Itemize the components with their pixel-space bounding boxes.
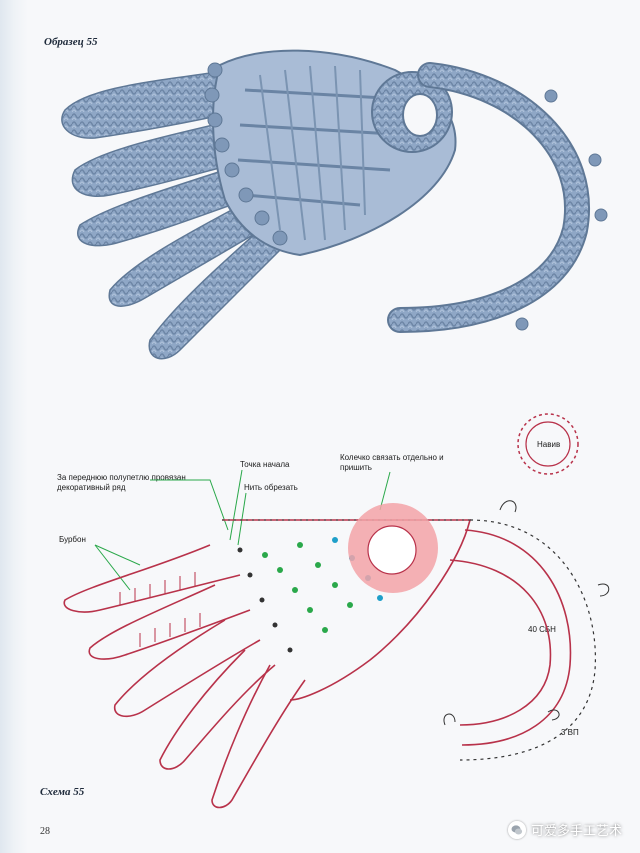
- watermark: 可爱多手工艺术: [507, 820, 622, 839]
- photo-finger: [77, 164, 262, 247]
- photo-finger: [148, 223, 287, 360]
- start-point-label: Точка начала: [240, 460, 290, 469]
- scheme-title: Схема 55: [40, 786, 85, 798]
- ring-note: Колечко связать отдельно и пришить: [340, 453, 444, 472]
- photo-finger: [61, 69, 247, 139]
- watermark-text: 可爱多手工艺术: [530, 823, 622, 838]
- photo-finger: [108, 199, 272, 307]
- sample-title: Образец 55: [44, 36, 98, 48]
- diagram-stem: [459, 519, 597, 761]
- page-number: 28: [40, 826, 50, 837]
- bourbon-label: Бурбон: [59, 535, 86, 544]
- chain-3-label: 3 ВП: [561, 728, 579, 737]
- crochet-photo: [61, 49, 608, 360]
- front-loop-note: За переднюю полупетлю провязан декоратив…: [57, 473, 186, 492]
- nakid-label: Навив: [537, 440, 561, 449]
- sc-count-label: 40 СБН: [528, 625, 556, 634]
- nakid-ring-symbol: [517, 413, 579, 475]
- photo-finger: [71, 119, 251, 197]
- wechat-icon: [507, 820, 526, 839]
- cut-thread-label: Нить обрезать: [244, 483, 298, 492]
